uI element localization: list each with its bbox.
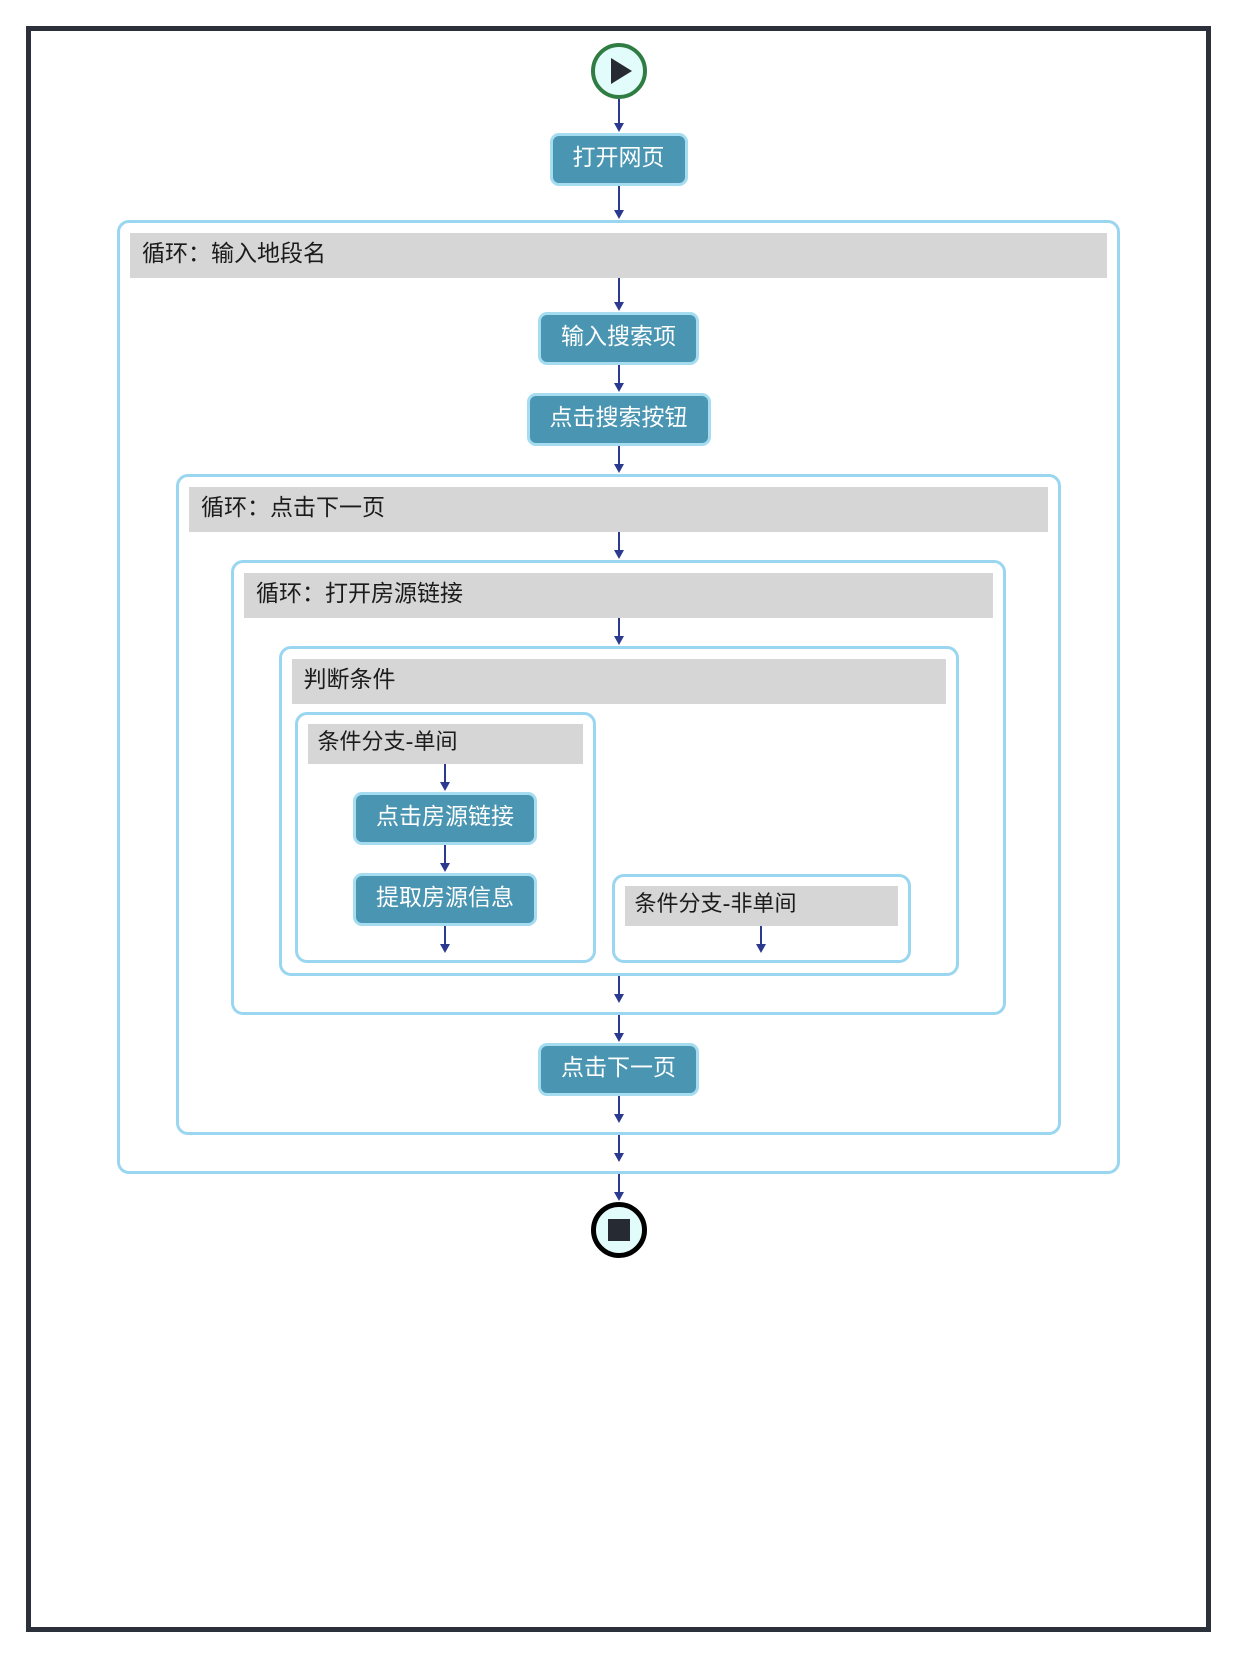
loop-header-district: 循环：输入地段名 [130, 233, 1107, 278]
stop-square-icon [607, 1219, 630, 1241]
node-click-next-page[interactable]: 点击下一页 [538, 1043, 699, 1096]
node-input-search-term[interactable]: 输入搜索项 [538, 312, 699, 365]
arrow-connector [612, 1135, 626, 1163]
arrow-connector [612, 1015, 626, 1043]
start-terminator[interactable] [590, 43, 647, 99]
node-click-listing-link[interactable]: 点击房源链接 [353, 792, 537, 845]
branch-body-non-single-room [615, 926, 908, 960]
loop-container-next-page[interactable]: 循环：点击下一页 循环：打开房源链接 判断条件 [176, 474, 1061, 1135]
arrow-connector [612, 618, 626, 646]
branch-container-single-room[interactable]: 条件分支-单间 点击房源链接 提取房源信息 [294, 712, 596, 963]
loop-header-open-listing: 循环：打开房源链接 [244, 573, 993, 618]
arrow-connector [612, 532, 626, 560]
arrow-connector [612, 186, 626, 220]
arrow-connector [612, 365, 626, 393]
arrow-connector [612, 99, 626, 133]
node-extract-listing-info[interactable]: 提取房源信息 [353, 873, 537, 926]
loop-container-open-listing[interactable]: 循环：打开房源链接 判断条件 [231, 560, 1006, 1015]
loop-body-next-page: 循环：打开房源链接 判断条件 [179, 532, 1058, 1132]
diagram-frame: 打开网页 循环：输入地段名 输入搜索项 点击搜索按钮 循环：点击下一页 [26, 26, 1211, 1632]
arrow-connector [612, 278, 626, 312]
arrow-connector [612, 976, 626, 1004]
loop-body-district: 输入搜索项 点击搜索按钮 循环：点击下一页 循环：打开房源链接 [120, 278, 1117, 1171]
arrow-connector [612, 1096, 626, 1124]
arrow-connector [438, 845, 452, 873]
arrow-connector [438, 926, 452, 954]
loop-body-open-listing: 判断条件 条件分支-单间 点击房源链接 [234, 618, 1003, 1012]
branch-container-non-single-room[interactable]: 条件分支-非单间 [611, 874, 911, 963]
arrow-connector [754, 926, 768, 954]
arrow-connector [612, 446, 626, 474]
condition-header: 判断条件 [291, 659, 946, 704]
branch-row: 条件分支-单间 点击房源链接 提取房源信息 [294, 712, 943, 963]
end-terminator[interactable] [590, 1202, 647, 1258]
condition-container[interactable]: 判断条件 条件分支-单间 点击房源链接 [278, 646, 959, 976]
loop-container-district[interactable]: 循环：输入地段名 输入搜索项 点击搜索按钮 循环：点击下一页 [117, 220, 1120, 1174]
branch-body-single-room: 点击房源链接 提取房源信息 [298, 764, 593, 960]
loop-header-next-page: 循环：点击下一页 [189, 487, 1048, 532]
branch-header-non-single-room: 条件分支-非单间 [624, 886, 898, 926]
arrow-connector [612, 1174, 626, 1202]
node-open-page[interactable]: 打开网页 [549, 133, 688, 186]
branch-header-single-room: 条件分支-单间 [307, 724, 583, 764]
play-triangle-icon [610, 58, 632, 84]
arrow-connector [438, 764, 452, 792]
flow-root: 打开网页 循环：输入地段名 输入搜索项 点击搜索按钮 循环：点击下一页 [31, 31, 1206, 1627]
node-click-search-button[interactable]: 点击搜索按钮 [526, 393, 711, 446]
